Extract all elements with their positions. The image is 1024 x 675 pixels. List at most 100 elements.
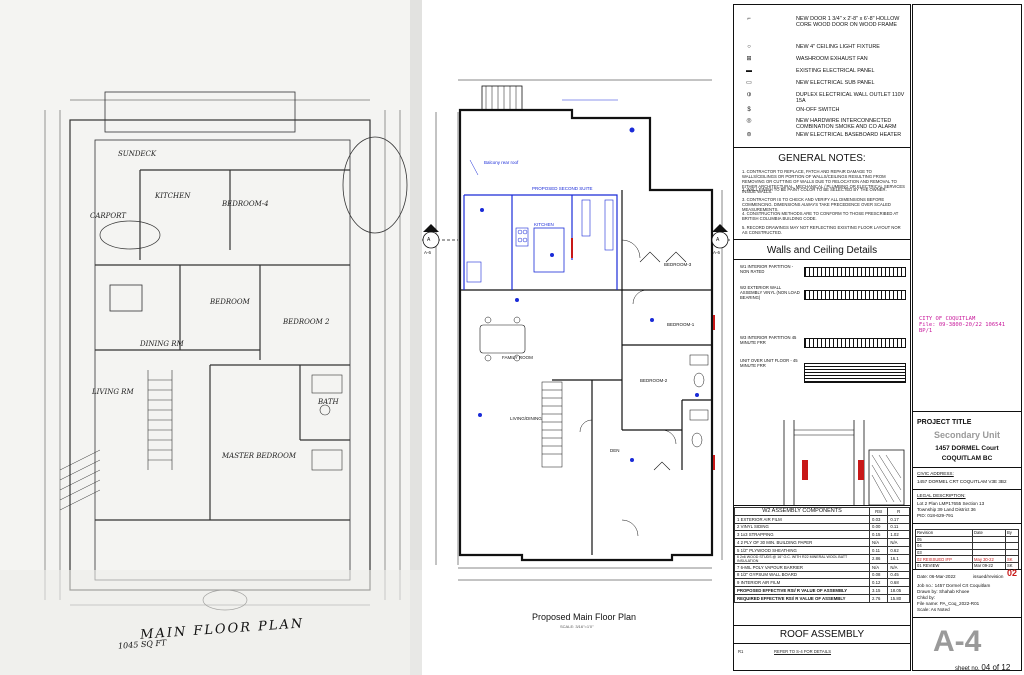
table-row: REQUIRED EFFECTIVE RSI/ R VALUE OF ASSEM…: [734, 593, 910, 603]
sketch-note: SUNDECK: [118, 150, 157, 158]
city-stamp: CITY OF COQUITLAM File: 09-3800-20/22 10…: [919, 316, 1006, 334]
outlet-icon: ⦶: [746, 92, 752, 98]
legal-line: Lot 2 Plan LMP17655 Section 13: [917, 501, 985, 506]
notes-panel: ⌐ NEW DOOR 1 3/4" x 2'-8" x 6'-8" HOLLOW…: [733, 4, 911, 671]
info-line: Job no.: 1457 Dormel Crt Coquitlam: [917, 583, 991, 588]
roof-row-id: R1: [738, 649, 744, 654]
section-marker-sheet: A-6: [713, 250, 721, 255]
door-icon: ⌐: [747, 16, 751, 22]
w2-divider: [734, 505, 910, 506]
wall-type-label: W2 EXTERIOR WALL ASSEMBLY VINYL (NON LOA…: [740, 285, 800, 300]
legend-row: ⊜ NEW ELECTRICAL BASEBOARD HEATER: [738, 132, 908, 143]
info-line: Drawn by: Shahab Khoee: [917, 589, 970, 594]
info-line: Chkd by:: [917, 595, 936, 600]
roof-divider: [734, 625, 910, 626]
sketch-note: LIVING RM: [92, 388, 134, 396]
general-notes-title: GENERAL NOTES:: [778, 153, 866, 164]
room-label: FAMILY ROOM: [502, 355, 533, 360]
roof-divider: [734, 643, 910, 644]
sheet-number-large: A-4: [933, 625, 982, 658]
existing-sketch-plan: BEDROOM-4 KITCHEN BEDROOM BEDROOM 2 LIVI…: [0, 0, 422, 675]
legend-row: ○ NEW 4" CEILING LIGHT FIXTURE: [738, 44, 908, 55]
sketch-linework: [0, 0, 422, 675]
legal-description-label: LEGAL DESCRIPTION:: [917, 493, 966, 498]
civic-address-label: CIVIC ADDRESS:: [917, 471, 954, 476]
legend-row: ▭ NEW ELECTRICAL SUB PANEL: [738, 80, 908, 91]
room-label: BEDROOM-2: [640, 378, 668, 383]
room-label: Balcony rear roof: [484, 160, 519, 165]
general-note: 2. WALL FINISH TO BE PAINT COLOR TO BE S…: [742, 187, 887, 192]
plan-title: Proposed Main Floor Plan: [532, 612, 637, 622]
table-header-row: Revision Date By: [915, 529, 1019, 537]
section-marker-sheet: A-6: [424, 250, 432, 255]
floor-assembly-swatch: [804, 363, 906, 383]
civic-address-value: 1457 DORMEL CRT COQUITLAM V3E 3B2: [917, 479, 1007, 484]
room-label: BEDROOM-3: [664, 262, 692, 267]
general-note: 1. CONTRACTOR TO REPLACE, PATCH AND REPA…: [742, 169, 905, 194]
wall-section-detail: [783, 420, 905, 506]
plan-scale: SCALE: 3/16"=1'0": [560, 624, 594, 629]
table-row: 03: [915, 548, 1019, 557]
general-notes-divider: [734, 147, 910, 148]
sketch-note: BATH: [318, 398, 339, 406]
sketch-note: KITCHEN: [155, 192, 191, 200]
existing-panel-icon: ▬: [746, 68, 752, 74]
w2-assembly-table: W2 ASSEMBLY COMPONENTS RSI R 1 EXTERIOR …: [734, 507, 910, 603]
legend-row: ⌐ NEW DOOR 1 3/4" x 2'-8" x 6'-8" HOLLOW…: [738, 16, 908, 39]
title-block: CITY OF COQUITLAM File: 09-3800-20/22 10…: [912, 4, 1022, 672]
project-address-line2: COQUITLAM BC: [941, 455, 993, 462]
title-block-divider: [913, 569, 1021, 570]
wall-type-swatch: [804, 290, 906, 300]
title-block-divider: [913, 467, 1021, 468]
project-name: Secondary Unit: [933, 430, 1000, 440]
sketch-note: DINING RM: [140, 340, 184, 348]
general-note: 3. CONTRACTOR IS TO CHECK AND VERIFY ALL…: [742, 197, 891, 212]
issued-number: 02: [1007, 568, 1018, 578]
switch-icon: $: [747, 107, 751, 113]
legend-row: ◎ NEW HARDWIRE INTERCONNECTED COMBINATIO…: [738, 118, 908, 131]
sub-panel-icon: ▭: [746, 80, 752, 86]
project-title-label: PROJECT TITLE: [917, 419, 972, 426]
sketch-note: MASTER BEDROOM: [222, 452, 297, 460]
walls-title: Walls and Ceiling Details: [766, 245, 878, 256]
project-address-line1: 1457 DORMEL Court: [935, 445, 999, 452]
legend-row: ▬ EXISTING ELECTRICAL PANEL: [738, 68, 908, 79]
info-line: Scale: As Noted: [917, 607, 950, 612]
table-row: PROPOSED EFFECTIVE RSI/ R VALUE OF ASSEM…: [734, 586, 910, 595]
sketch-note: BEDROOM: [210, 298, 250, 306]
room-label: KITCHEN: [534, 222, 554, 227]
sketch-note: BEDROOM-4: [222, 200, 269, 208]
legend-row: ⦶ DUPLEX ELECTRICAL WALL OUTLET 110V 15A: [738, 92, 908, 105]
room-label: PROPOSED SECOND SUITE: [532, 186, 593, 191]
info-line: File name: PA_Coq_2022-R01: [917, 601, 980, 606]
walls-divider: [734, 239, 910, 240]
sketch-note: BEDROOM 2: [283, 318, 330, 326]
title-block-divider: [913, 523, 1021, 524]
table-header-row: W2 ASSEMBLY COMPONENTS RSI R: [734, 507, 910, 516]
roof-title: ROOF ASSEMBLY: [779, 629, 865, 640]
sketch-note: CARPORT: [90, 212, 126, 220]
general-note: 5. RECORD DRAWINGS MAY NOT REFLECTING EX…: [742, 225, 901, 235]
light-fixture-icon: ○: [747, 44, 751, 50]
wall-type-label: W1 INTERIOR PARTITION - NON RATED: [740, 264, 794, 274]
room-label: DEN: [610, 448, 620, 453]
sheet-number: sheet no. 04 of 12: [955, 663, 1011, 672]
smoke-alarm-icon: ◎: [746, 118, 752, 124]
roof-row-text: REFER TO S-4 FOR DETAILS: [774, 649, 832, 654]
baseboard-heater-icon: ⊜: [746, 132, 752, 138]
room-label: BEDROOM-1: [667, 322, 695, 327]
table-row: 6 2x6 WOOD STUDS @ 16" O.C. WITH R22 MIN…: [734, 553, 910, 564]
section-marker-label: A: [716, 237, 720, 243]
title-block-divider: [913, 489, 1021, 490]
table-row: 05: [915, 535, 1019, 544]
wall-type-swatch: [804, 267, 906, 277]
